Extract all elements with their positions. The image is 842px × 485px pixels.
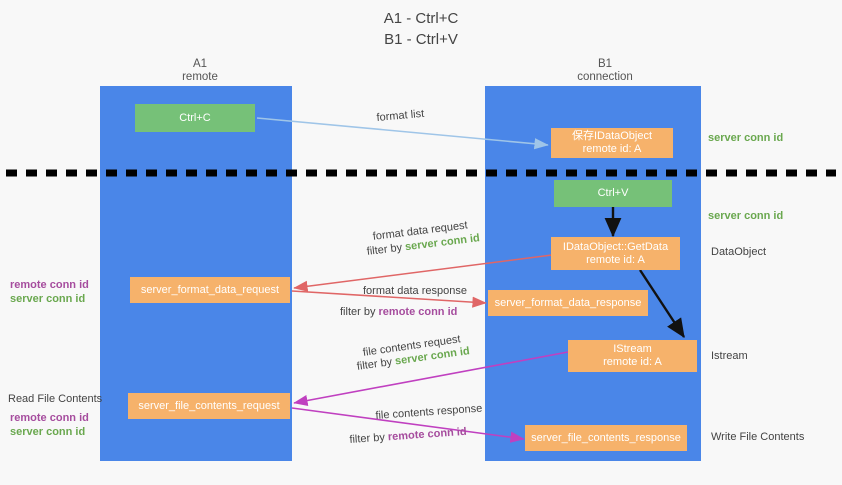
title-line-2: B1 - Ctrl+V <box>384 31 458 48</box>
node-ctrl-v[interactable]: Ctrl+V <box>554 180 672 207</box>
node-save-dataobject[interactable]: 保存IDataObject remote id: A <box>551 128 673 158</box>
node-save-dataobject-line1: 保存IDataObject <box>571 130 653 142</box>
node-server-file-contents-response[interactable]: server_file_contents_response <box>525 425 687 451</box>
node-server-file-contents-request[interactable]: server_file_contents_request <box>128 393 290 419</box>
lane-header-b1: B1 connection <box>540 58 670 84</box>
lane-header-b1-sub: connection <box>577 71 633 83</box>
node-getdata-line2: remote id: A <box>586 253 645 266</box>
node-istream-line2: remote id: A <box>603 356 662 368</box>
node-server-format-data-request[interactable]: server_format_data_request <box>130 277 290 303</box>
annotation-conn-ids-format-remote: remote conn id <box>10 279 89 291</box>
label-format-data-request-filter-prefix: filter by <box>366 241 406 258</box>
annotation-read-file-contents-group: Read File Contents <box>8 392 102 406</box>
node-save-dataobject-line2: remote id: A <box>582 143 642 155</box>
node-ctrl-v-label: Ctrl+V <box>597 187 629 199</box>
page-title: A1 - Ctrl+C B1 - Ctrl+V <box>0 8 842 50</box>
annotation-conn-ids-format: remote conn id server conn id <box>10 278 89 306</box>
annotation-write-file-contents: Write File Contents <box>711 431 805 443</box>
node-istream[interactable]: IStream remote id: A <box>568 340 697 372</box>
label-format-data-response: format data response <box>363 285 467 297</box>
label-file-contents-response: file contents response <box>375 402 483 422</box>
annotation-istream: Istream <box>711 350 748 362</box>
annotation-server-conn-id-top: server conn id <box>708 132 784 144</box>
label-format-data-response-filter-value: remote conn id <box>378 306 458 318</box>
label-format-data-response-filter: filter by remote conn id <box>340 305 457 319</box>
annotation-server-conn-id-mid: server conn id <box>708 210 784 222</box>
node-ctrl-c-label: Ctrl+C <box>179 111 211 124</box>
annotation-conn-ids-file-server: server conn id <box>10 426 86 438</box>
annotation-conn-ids-file-remote: remote conn id <box>10 412 89 424</box>
node-getdata-line1: IDataObject::GetData <box>562 240 669 253</box>
node-server-format-data-request-label: server_format_data_request <box>140 283 280 296</box>
lane-header-a1-sub: remote <box>182 71 218 83</box>
node-ctrl-c[interactable]: Ctrl+C <box>135 104 255 132</box>
node-server-file-contents-response-label: server_file_contents_response <box>531 431 681 444</box>
annotation-read-file-contents: Read File Contents <box>8 393 103 405</box>
label-format-list: format list <box>376 107 425 124</box>
node-istream-line1: IStream <box>613 343 652 355</box>
node-getdata[interactable]: IDataObject::GetData remote id: A <box>551 237 680 270</box>
label-file-contents-response-filter: filter by remote conn id <box>349 425 467 447</box>
annotation-conn-ids-file: remote conn id server conn id <box>10 411 89 439</box>
node-server-format-data-response-label: server_format_data_response <box>494 296 642 309</box>
lane-header-a1: A1 remote <box>140 58 260 84</box>
lane-header-b1-name: B1 <box>597 58 613 70</box>
node-server-file-contents-request-label: server_file_contents_request <box>138 399 280 412</box>
annotation-conn-ids-format-server: server conn id <box>10 293 86 305</box>
label-file-contents-response-filter-value: remote conn id <box>387 425 467 444</box>
label-file-contents-request-filter-prefix: filter by <box>356 355 396 373</box>
annotation-dataobject: DataObject <box>711 246 767 258</box>
title-line-1: A1 - Ctrl+C <box>383 10 459 27</box>
label-format-data-response-filter-prefix: filter by <box>340 306 379 318</box>
lane-header-a1-name: A1 <box>192 58 208 70</box>
label-file-contents-response-filter-prefix: filter by <box>349 431 389 446</box>
node-server-format-data-response[interactable]: server_format_data_response <box>488 290 648 316</box>
